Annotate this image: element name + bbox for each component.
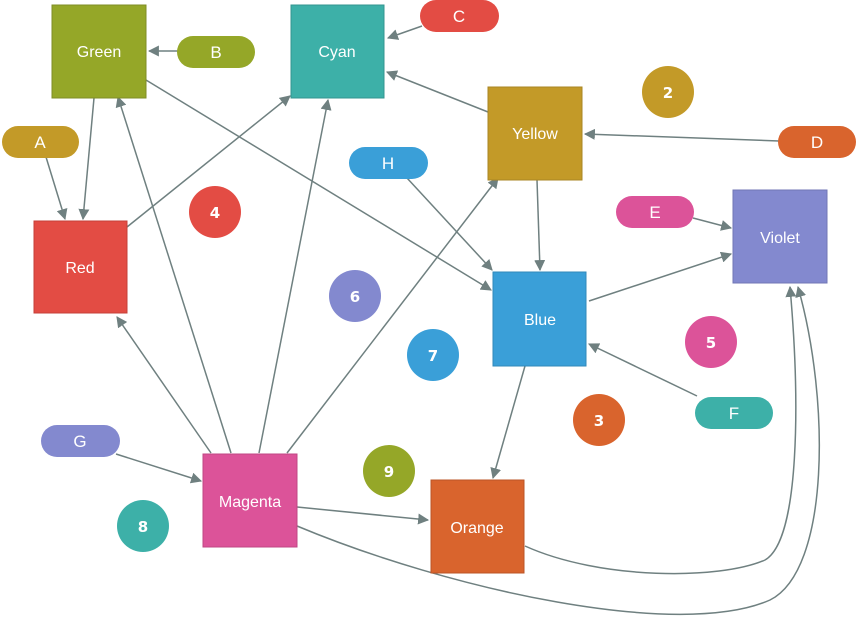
node-cyan-label: Cyan xyxy=(318,44,355,61)
pill-h-shape xyxy=(349,147,428,179)
circle-4[interactable]: 4 xyxy=(189,186,241,238)
pill-e-label: E xyxy=(649,203,660,222)
circle-2-shape xyxy=(642,66,694,118)
edge-orange-violet xyxy=(524,285,797,575)
edge-red-cyan xyxy=(126,95,291,228)
pill-f-label: F xyxy=(729,404,739,423)
edge-magenta-violet xyxy=(296,285,821,616)
edge-magenta-orange xyxy=(296,506,430,525)
edges xyxy=(45,25,821,616)
pill-e[interactable]: E xyxy=(616,196,694,228)
circle-3[interactable]: 3 xyxy=(573,394,625,446)
circle-5[interactable]: 5 xyxy=(685,316,737,368)
edge-magenta-cyan xyxy=(258,98,332,454)
node-orange[interactable]: Orange xyxy=(430,479,525,574)
pill-a-label: A xyxy=(34,133,46,152)
node-yellow[interactable]: Yellow xyxy=(487,86,583,181)
edge-magenta-red xyxy=(116,316,212,454)
circle-8-label: 8 xyxy=(138,518,148,536)
node-violet-box xyxy=(732,189,828,284)
node-green-label: Green xyxy=(77,44,121,61)
pill-g-label: G xyxy=(73,432,86,451)
node-green[interactable]: Green xyxy=(51,4,147,99)
pill-a[interactable]: A xyxy=(2,126,79,158)
pill-b-label: B xyxy=(210,43,221,62)
pill-d-label: D xyxy=(811,133,823,152)
node-violet[interactable]: Violet xyxy=(732,189,828,284)
edge-blue-orange xyxy=(490,365,526,480)
edge-d-yellow xyxy=(583,128,780,142)
edge-f-blue xyxy=(588,343,698,397)
circle-3-label: 3 xyxy=(594,412,604,430)
circle-2-label: 2 xyxy=(663,84,673,102)
circle-5-shape xyxy=(685,316,737,368)
pill-f[interactable]: F xyxy=(695,397,773,429)
node-red-box xyxy=(33,220,128,314)
node-violet-label: Violet xyxy=(760,230,800,247)
pill-b[interactable]: B xyxy=(177,36,255,68)
circle-6[interactable]: 6 xyxy=(329,270,381,322)
circle-8-shape xyxy=(117,500,169,552)
circle-9-shape xyxy=(363,445,415,497)
node-yellow-label: Yellow xyxy=(512,126,558,143)
pill-g[interactable]: G xyxy=(41,425,120,457)
edge-a-red xyxy=(45,156,68,221)
node-magenta-box xyxy=(202,453,298,548)
circle-6-shape xyxy=(329,270,381,322)
circle-4-label: 4 xyxy=(210,204,220,222)
pill-f-shape xyxy=(695,397,773,429)
circle-5-label: 5 xyxy=(706,334,716,352)
pill-c-label: C xyxy=(453,7,465,26)
circle-9[interactable]: 9 xyxy=(363,445,415,497)
edge-blue-violet xyxy=(588,251,733,302)
pill-c[interactable]: C xyxy=(420,0,499,32)
node-magenta-label: Magenta xyxy=(219,494,281,511)
edge-h-blue xyxy=(406,177,493,271)
edge-e-violet xyxy=(692,217,733,231)
edge-c-cyan xyxy=(386,25,423,40)
node-magenta[interactable]: Magenta xyxy=(202,453,298,548)
node-green-box xyxy=(51,4,147,99)
node-red-label: Red xyxy=(65,260,94,277)
circle-4-shape xyxy=(189,186,241,238)
node-cyan[interactable]: Cyan xyxy=(290,4,385,99)
pill-h-label: H xyxy=(382,154,394,173)
pill-g-shape xyxy=(41,425,120,457)
circle-9-label: 9 xyxy=(384,463,394,481)
circle-2[interactable]: 2 xyxy=(642,66,694,118)
edge-g-magenta xyxy=(115,453,203,484)
pill-h[interactable]: H xyxy=(349,147,428,179)
node-red[interactable]: Red xyxy=(33,220,128,314)
pill-d[interactable]: D xyxy=(778,126,856,158)
node-cyan-box xyxy=(290,4,385,99)
pill-d-shape xyxy=(778,126,856,158)
node-blue-box xyxy=(492,271,587,367)
circle-7-shape xyxy=(407,329,459,381)
circle-3-shape xyxy=(573,394,625,446)
node-orange-box xyxy=(430,479,525,574)
edge-green-blue xyxy=(145,79,492,291)
pill-c-shape xyxy=(420,0,499,32)
node-blue[interactable]: Blue xyxy=(492,271,587,367)
node-yellow-box xyxy=(487,86,583,181)
edge-magenta-green xyxy=(115,95,232,454)
edge-magenta-yellow xyxy=(286,177,499,454)
circle-8[interactable]: 8 xyxy=(117,500,169,552)
edge-green-red xyxy=(78,97,95,221)
circle-6-label: 6 xyxy=(350,288,360,306)
edge-yellow-cyan xyxy=(385,70,489,113)
edge-yellow-blue xyxy=(534,179,546,272)
circle-7-label: 7 xyxy=(428,347,438,365)
pill-b-shape xyxy=(177,36,255,68)
circle-7[interactable]: 7 xyxy=(407,329,459,381)
pill-a-shape xyxy=(2,126,79,158)
node-orange-label: Orange xyxy=(450,520,503,537)
node-blue-label: Blue xyxy=(524,312,556,329)
pill-e-shape xyxy=(616,196,694,228)
